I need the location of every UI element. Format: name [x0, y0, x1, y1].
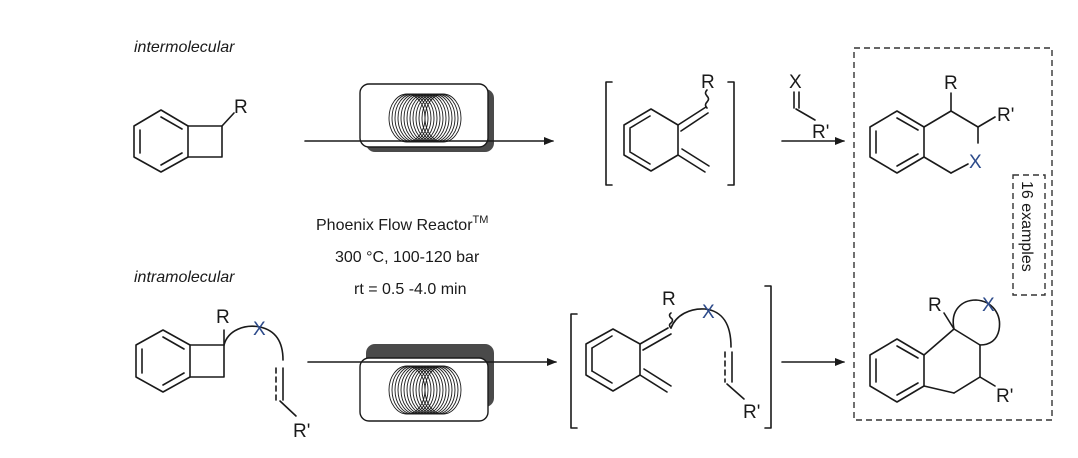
tethered-benzocyclobutene-structure	[135, 325, 297, 417]
substituent-r: R	[701, 72, 715, 93]
heteroatom-x: X	[969, 152, 982, 173]
substituent-r-prime: R'	[996, 386, 1013, 407]
substituent-r: R	[662, 289, 676, 310]
substituent-r: R	[234, 97, 248, 118]
substituent-r: R	[928, 295, 942, 316]
examples-count-box	[1012, 174, 1046, 296]
heteroatom-x: X	[702, 302, 715, 323]
flow-reactor-icon	[359, 344, 494, 422]
substituent-r-prime: R'	[743, 402, 760, 423]
ring-double-bond	[629, 151, 651, 165]
flow-reactor-icon	[359, 83, 494, 152]
heteroatom-x: X	[253, 319, 266, 340]
intermolecular-product-structure	[869, 92, 996, 174]
o-quinodimethane-intermediate	[605, 81, 735, 186]
temperature-pressure: 300 °C, 100-120 bar	[335, 249, 480, 266]
examples-count: 16 examples	[1018, 181, 1035, 272]
reactor-name: Phoenix Flow ReactorTM	[316, 214, 488, 234]
ring-double-bond	[629, 115, 651, 129]
intermolecular-label: intermolecular	[134, 39, 235, 56]
substituent-r-prime: R'	[812, 122, 829, 143]
tethered-o-quinodimethane-intermediate	[570, 285, 772, 429]
heteroatom-x: X	[982, 295, 995, 316]
residence-time: rt = 0.5 -4.0 min	[354, 281, 467, 298]
product-scope-box	[853, 47, 1053, 421]
intramolecular-label: intramolecular	[134, 269, 235, 286]
substituent-r-prime: R'	[293, 421, 310, 442]
dienophile-structure	[793, 91, 816, 121]
substituent-r-prime: R'	[997, 105, 1014, 126]
substituent-r: R	[216, 307, 230, 328]
substituent-r: R	[944, 73, 958, 94]
intramolecular-product-structure	[869, 299, 1001, 403]
substituent-x: X	[789, 72, 802, 93]
benzocyclobutene-structure	[133, 109, 235, 173]
